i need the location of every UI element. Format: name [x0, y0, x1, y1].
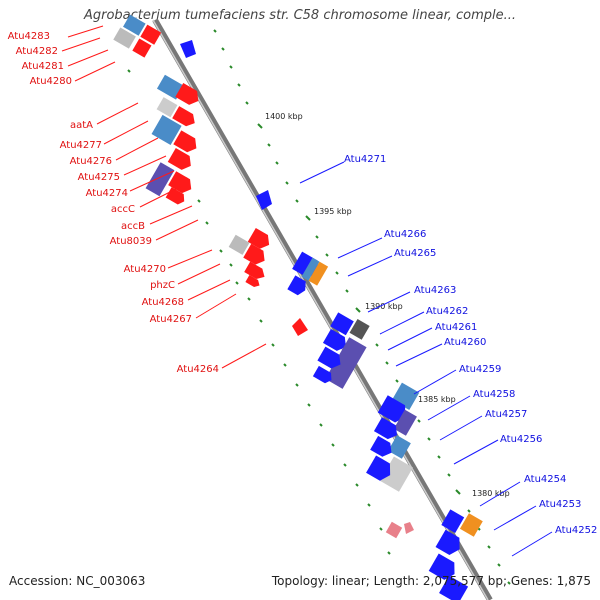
gene-Atu4280 — [132, 38, 152, 58]
label-Atu4256: Atu4256 — [500, 434, 542, 445]
label-Atu4276: Atu4276 — [70, 156, 112, 167]
label-Atu4264: Atu4264 — [177, 364, 219, 375]
gene-Atu4260 — [325, 337, 367, 389]
gene-Atu4268 — [244, 261, 265, 280]
label-accC: accC — [111, 204, 135, 215]
label-Atu4260: Atu4260 — [444, 337, 486, 348]
label-Atu4281: Atu4281 — [22, 61, 64, 72]
ruler-1400: 1400 kbp — [265, 112, 303, 121]
gene-Atu4256 — [387, 435, 411, 459]
label-Atu4283: Atu4283 — [8, 31, 50, 42]
gene-Atu4254 — [441, 509, 465, 533]
reverse-strand-features[interactable] — [111, 14, 414, 539]
gene-pink — [385, 521, 403, 539]
gene-Atu4281 — [113, 27, 136, 49]
backbone-highlight — [152, 19, 489, 600]
label-Atu4262: Atu4262 — [426, 306, 468, 317]
gene-Atu4264 — [292, 318, 308, 336]
gene-Atu4283 — [123, 14, 146, 36]
label-Atu4263: Atu4263 — [414, 285, 456, 296]
label-Atu4261: Atu4261 — [435, 322, 477, 333]
ruler-1390: 1390 kbp — [365, 302, 403, 311]
label-Atu4257: Atu4257 — [485, 409, 527, 420]
gene-Atu4274 — [151, 114, 182, 145]
gene-blue-top — [180, 40, 196, 58]
topology-info: Topology: linear; Length: 2,075,577 bp; … — [271, 574, 591, 588]
label-aatA: aatA — [70, 120, 93, 131]
gene-Atu4257 — [393, 409, 417, 436]
label-Atu4253: Atu4253 — [539, 499, 581, 510]
label-Atu4282: Atu4282 — [16, 46, 58, 57]
right-labels: Atu4271 Atu4266 Atu4265 Atu4263 Atu4262 … — [344, 154, 597, 536]
label-accB: accB — [121, 221, 145, 232]
label-Atu8039: Atu8039 — [110, 236, 152, 247]
map-title: Agrobacterium tumefaciens str. C58 chrom… — [83, 8, 517, 23]
gene-Atu4253 — [459, 513, 483, 537]
gene-Atu4252 — [435, 529, 460, 556]
ruler-labels: 1400 kbp 1395 kbp 1390 kbp 1385 kbp 1380… — [265, 112, 510, 498]
label-Atu4259: Atu4259 — [459, 364, 501, 375]
left-labels: Atu4283 Atu4282 Atu4281 Atu4280 aatA Atu… — [8, 31, 219, 375]
gene-Atu4270 — [228, 234, 250, 255]
gene-Atu4261 — [322, 329, 346, 351]
gene-Atu4276 — [156, 97, 178, 118]
label-Atu4267: Atu4267 — [150, 314, 192, 325]
ruler-1380: 1380 kbp — [472, 489, 510, 498]
gene-aatA — [156, 74, 184, 100]
gene-Atu4262 — [349, 318, 370, 340]
label-Atu4277: Atu4277 — [60, 140, 102, 151]
label-Atu4275: Atu4275 — [78, 172, 120, 183]
label-Atu4271: Atu4271 — [344, 154, 386, 165]
label-Atu4254: Atu4254 — [524, 474, 566, 485]
backbone — [152, 18, 493, 600]
label-Atu4266: Atu4266 — [384, 229, 426, 240]
label-phzC: phzC — [150, 280, 175, 291]
gene-Atu4267 — [245, 275, 260, 287]
label-Atu4268: Atu4268 — [142, 297, 184, 308]
left-tick-track — [119, 39, 391, 555]
gene-Atu4265 — [308, 261, 329, 286]
label-Atu4258: Atu4258 — [473, 389, 515, 400]
gene-accC — [173, 130, 197, 153]
accession-info: Accession: NC_003063 — [9, 574, 146, 588]
right-label-leaders — [299, 161, 553, 557]
gene-Atu4271 — [256, 190, 272, 210]
label-Atu4252: Atu4252 — [555, 525, 597, 536]
label-Atu4270: Atu4270 — [124, 264, 166, 275]
label-Atu4274: Atu4274 — [86, 188, 128, 199]
gene-Atu4258 — [377, 395, 406, 423]
ruler-1395: 1395 kbp — [314, 207, 352, 216]
label-Atu4265: Atu4265 — [394, 248, 436, 259]
gene-Atu4263 — [330, 312, 354, 336]
forward-strand-features[interactable] — [180, 40, 500, 600]
gene-Atu4282 — [140, 24, 162, 45]
label-Atu4280: Atu4280 — [30, 76, 72, 87]
gene-Atu4275 — [172, 106, 195, 127]
ruler-1385: 1385 kbp — [418, 395, 456, 404]
gene-phzC — [243, 243, 265, 265]
gene-Atu4277 — [175, 83, 199, 105]
left-label-leaders — [61, 25, 267, 369]
gene-accB — [145, 162, 175, 197]
